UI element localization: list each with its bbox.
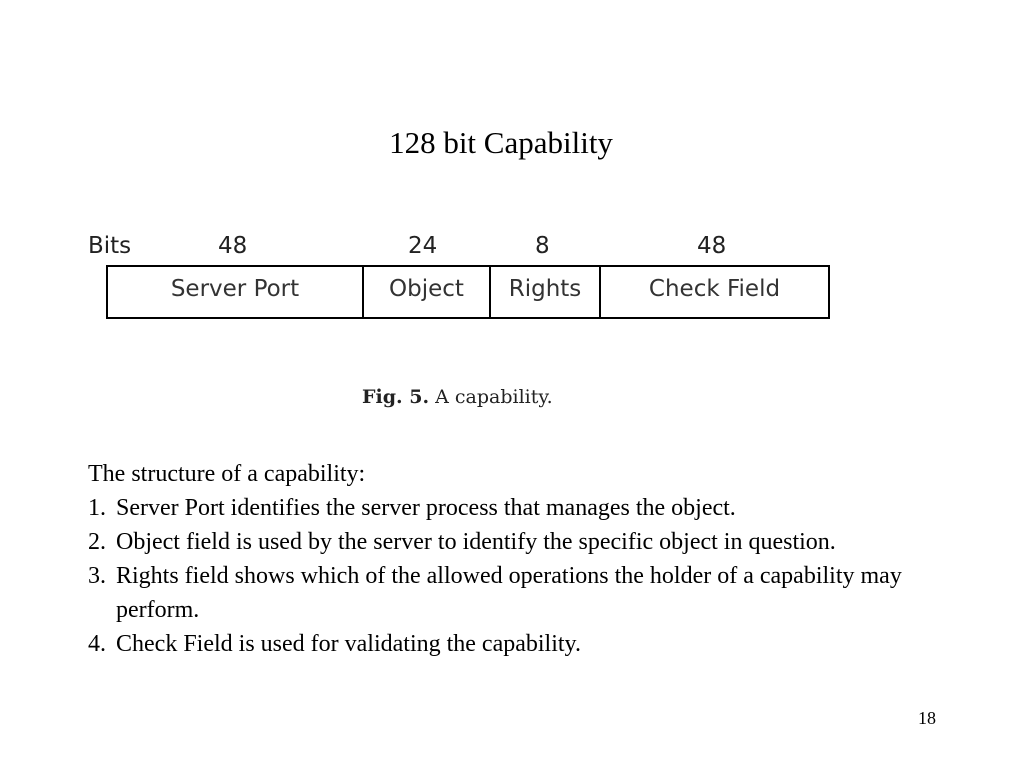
page-number: 18	[918, 708, 936, 728]
body-text: The structure of a capability: 1. Server…	[88, 457, 908, 661]
figure-caption: Fig. 5. A capability.	[362, 383, 553, 411]
bits-row: Bits 48 24 8 48	[0, 229, 1024, 263]
list-item-number: 2.	[88, 529, 106, 555]
bits-rights: 8	[535, 233, 550, 259]
list-item-text: Object field is used by the server to id…	[116, 529, 836, 555]
field-rights: Rights	[491, 267, 601, 317]
slide-title: 128 bit Capability	[389, 125, 613, 160]
list-item-text: Server Port identifies the server proces…	[116, 495, 736, 521]
bits-check-field: 48	[697, 233, 727, 259]
list-item-number: 4.	[88, 631, 106, 657]
list-item: 4. Check Field is used for validating th…	[88, 627, 908, 661]
bits-server-port: 48	[218, 233, 248, 259]
list-item-text: Rights field shows which of the allowed …	[116, 563, 902, 623]
list-item: 1. Server Port identifies the server pro…	[88, 491, 908, 525]
capability-diagram: Server Port Object Rights Check Field	[106, 265, 830, 319]
field-server-port: Server Port	[108, 267, 364, 317]
field-object: Object	[364, 267, 491, 317]
figure-caption-label: Fig. 5.	[362, 386, 430, 408]
structure-list: 1. Server Port identifies the server pro…	[88, 491, 908, 661]
list-item-number: 3.	[88, 563, 106, 589]
list-item-number: 1.	[88, 495, 106, 521]
bits-object: 24	[408, 233, 438, 259]
figure-caption-text: A capability.	[435, 386, 553, 408]
bits-label: Bits	[88, 233, 132, 259]
list-item: 2. Object field is used by the server to…	[88, 525, 908, 559]
list-item: 3. Rights field shows which of the allow…	[88, 559, 908, 627]
field-check-field: Check Field	[648, 276, 781, 302]
list-item-text: Check Field is used for validating the c…	[116, 631, 581, 657]
body-intro: The structure of a capability:	[88, 461, 366, 487]
